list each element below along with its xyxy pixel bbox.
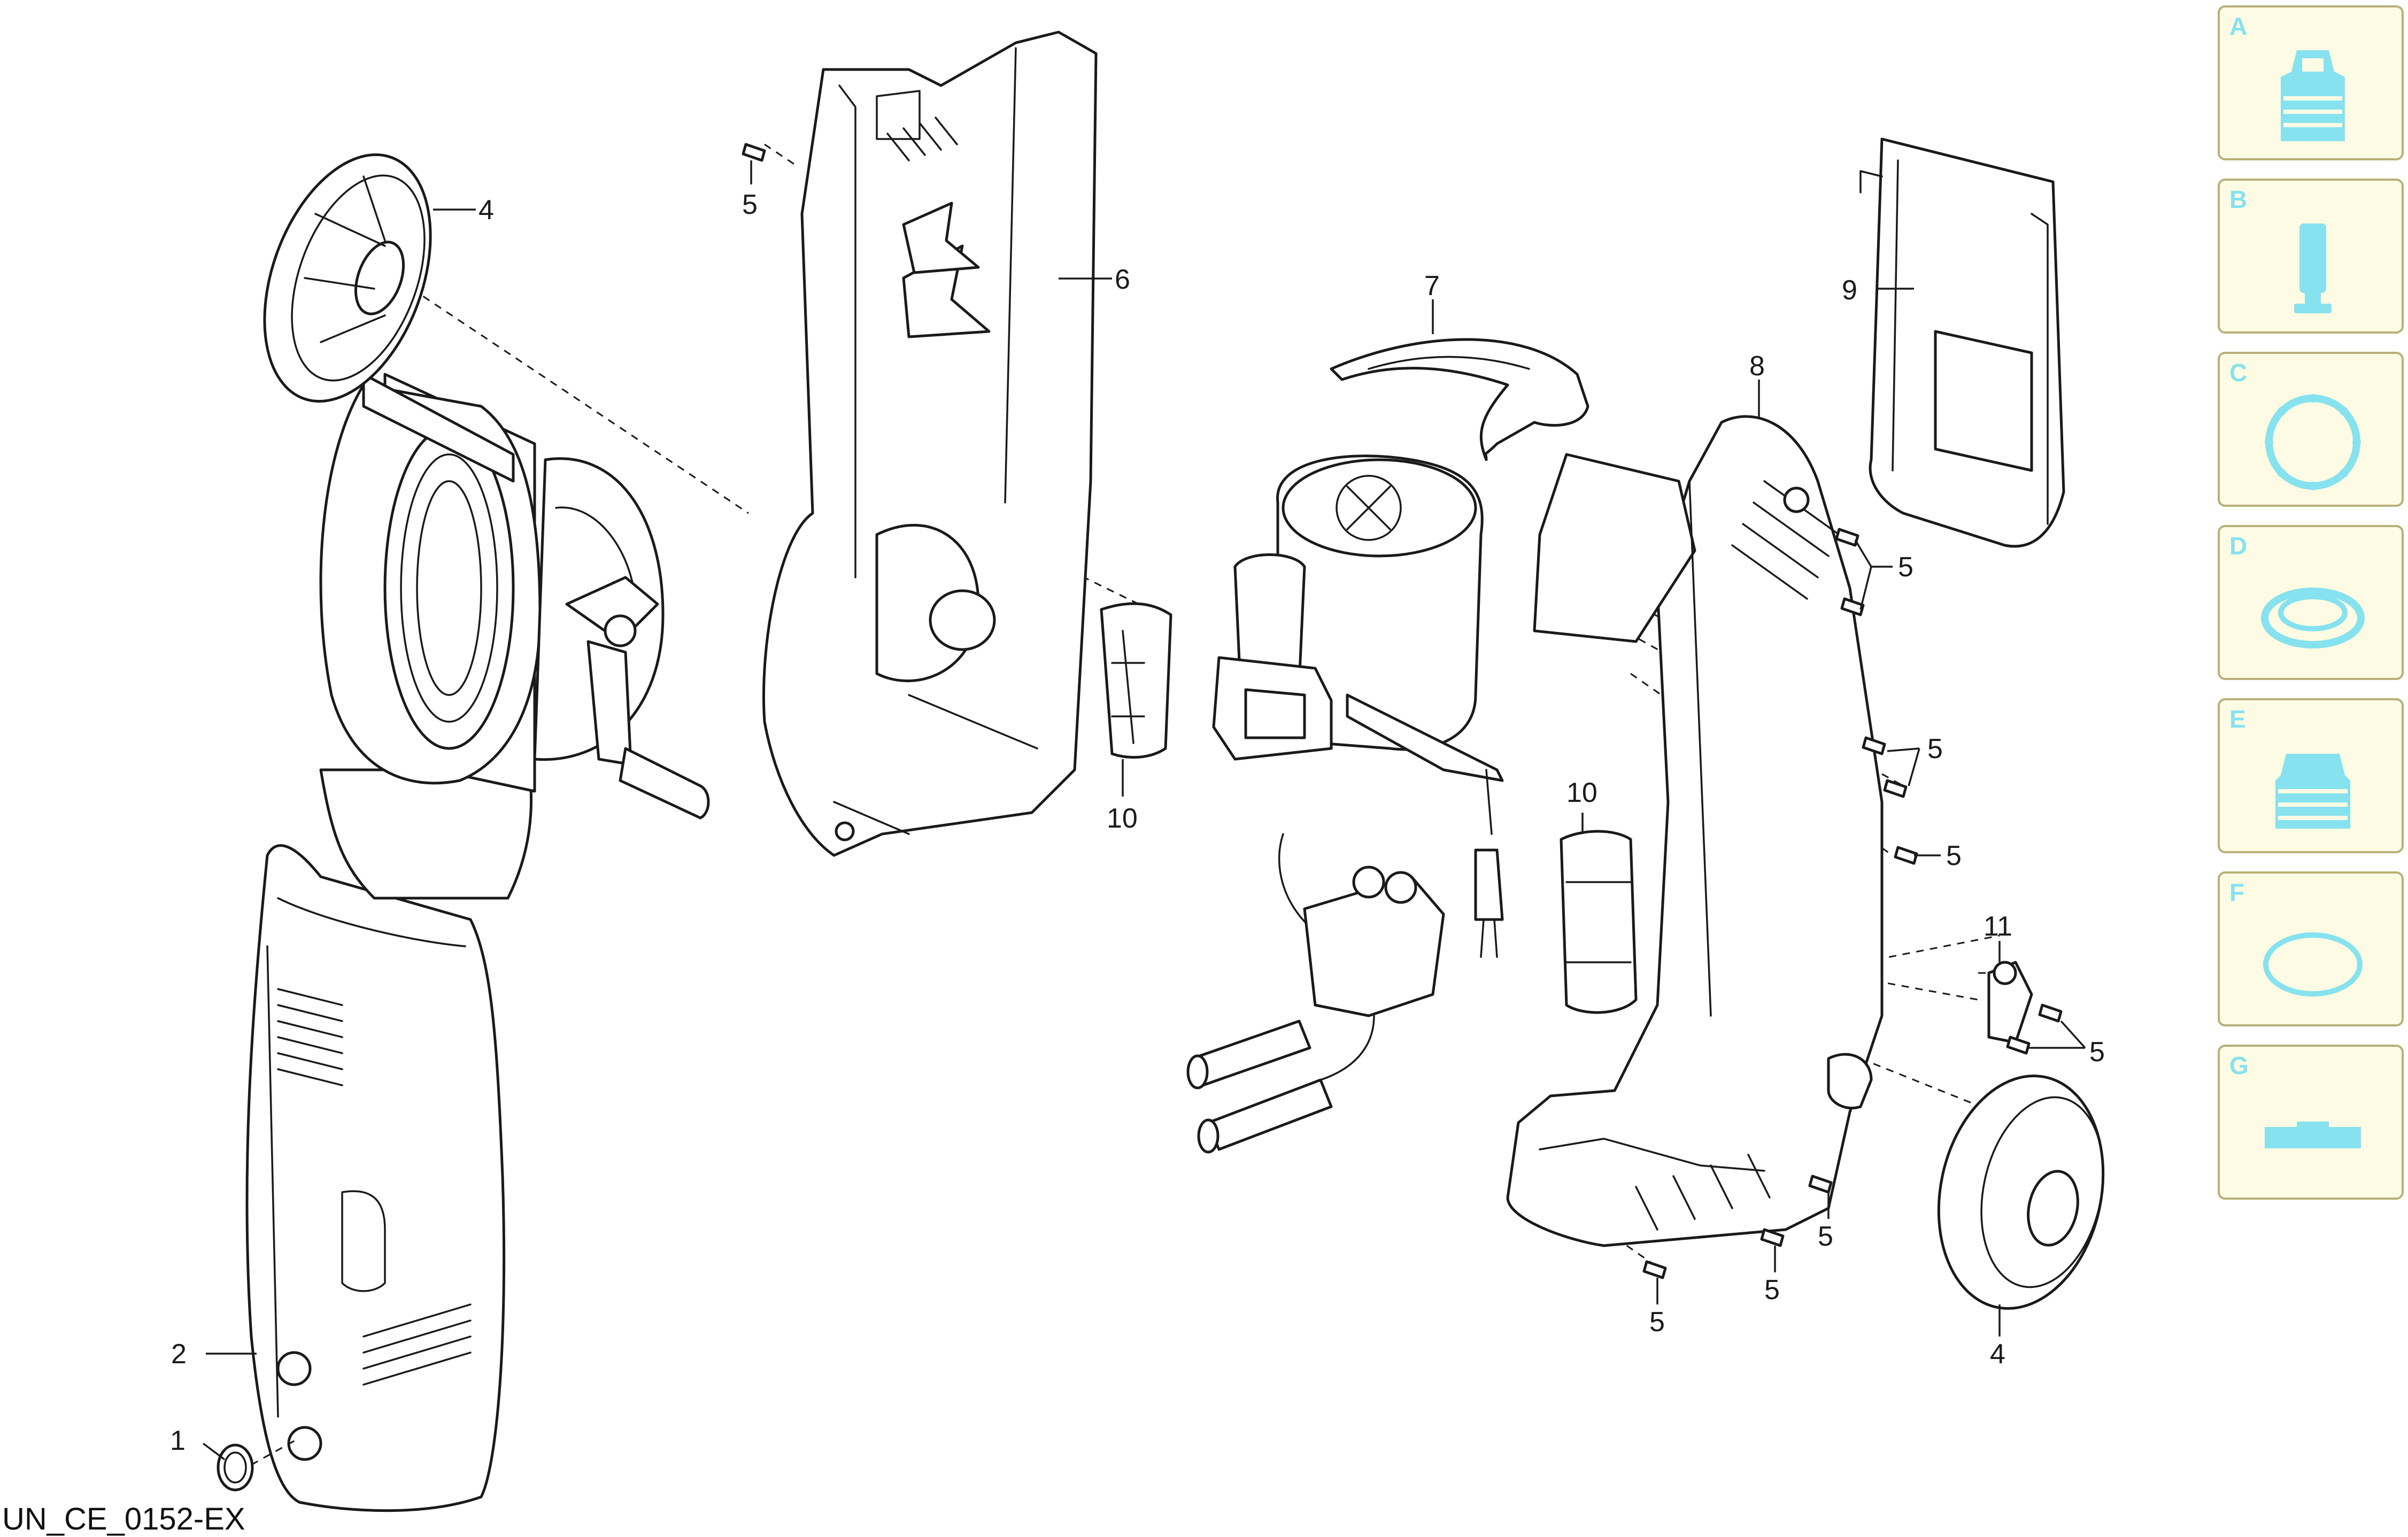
callout-leaders	[202, 160, 2086, 1461]
part-10-cable-clip-right	[1560, 830, 1638, 1014]
seal-ring-icon	[2261, 588, 2365, 648]
callout-10-right: 10	[1566, 777, 1597, 808]
vent-slots	[277, 988, 472, 1386]
legend-letter-a: A	[2229, 12, 2248, 40]
callout-5-bottom-b: 5	[1764, 1275, 1780, 1306]
o-ring-icon	[2265, 394, 2361, 490]
callout-5-bracket: 5	[2089, 1037, 2105, 1068]
part-9-back-panel	[1859, 137, 2065, 548]
legend-letter-f: F	[2229, 878, 2245, 906]
callout-5-bottom-a: 5	[1818, 1221, 1833, 1252]
callout-5-mid-right: 5	[1927, 733, 1943, 764]
legend-letter-e: E	[2229, 705, 2246, 733]
callout-5-upper-right: 5	[1898, 552, 1913, 583]
callout-5-bottom-c: 5	[1649, 1307, 1665, 1338]
part-1-cap-nut	[217, 1437, 300, 1492]
legend-letter-c: C	[2229, 359, 2248, 387]
callout-2: 2	[171, 1339, 187, 1370]
hose-reel-assembly	[319, 373, 710, 900]
callout-5-lower-right: 5	[1946, 840, 1962, 871]
bracket-icon	[2265, 1122, 2361, 1148]
legend-card-f[interactable]: F	[2218, 871, 2404, 1026]
part-4-wheel-right	[1937, 1075, 2105, 1310]
screws-part-5	[742, 143, 2063, 1279]
motor-pump-assembly	[1212, 454, 1504, 958]
part-6-rear-housing	[762, 30, 1098, 857]
callout-4-right-wheel: 4	[1990, 1339, 2005, 1370]
callout-6: 6	[1115, 264, 1130, 295]
legend-letter-g: G	[2229, 1052, 2249, 1079]
pump-head-assembly	[1186, 866, 1445, 1154]
part-7-top-cover	[1330, 338, 1589, 461]
part-11-bracket	[1987, 961, 2033, 1044]
nozzle-fitting-icon	[2281, 50, 2345, 141]
legend-card-d[interactable]: D	[2218, 525, 2404, 680]
legend-card-c[interactable]: C	[2218, 352, 2404, 507]
callout-10-left: 10	[1107, 803, 1138, 834]
filter-cartridge-icon	[2294, 223, 2332, 313]
callout-labels: 1 2 4 5 6 7 8 9 10 10 5 5 5 11 5 5 5 5 4	[170, 189, 2105, 1456]
callout-1: 1	[170, 1425, 186, 1456]
legend-letter-d: D	[2229, 532, 2248, 560]
drawing-id: UN_CE_0152-EX	[2, 1502, 245, 1536]
callout-8: 8	[1749, 351, 1765, 382]
legend-card-g[interactable]: G	[2218, 1045, 2404, 1200]
part-4-wheel-left	[263, 153, 432, 403]
legend-card-b[interactable]: B	[2218, 179, 2404, 334]
part-2-front-housing	[245, 844, 506, 1512]
legend-card-e[interactable]: E	[2218, 698, 2404, 853]
callout-7: 7	[1424, 271, 1440, 302]
connector-icon	[2275, 754, 2350, 829]
callout-5-top: 5	[742, 189, 758, 220]
legend-card-a[interactable]: A	[2218, 5, 2404, 160]
part-10-cable-clip-left	[1100, 602, 1172, 759]
legend-letter-b: B	[2229, 186, 2248, 213]
callout-4-left-wheel: 4	[478, 195, 494, 226]
part-8-main-frame	[1506, 415, 1884, 1247]
gasket-icon	[2263, 932, 2363, 997]
callout-11: 11	[1983, 911, 2012, 942]
callout-9: 9	[1842, 275, 1857, 306]
